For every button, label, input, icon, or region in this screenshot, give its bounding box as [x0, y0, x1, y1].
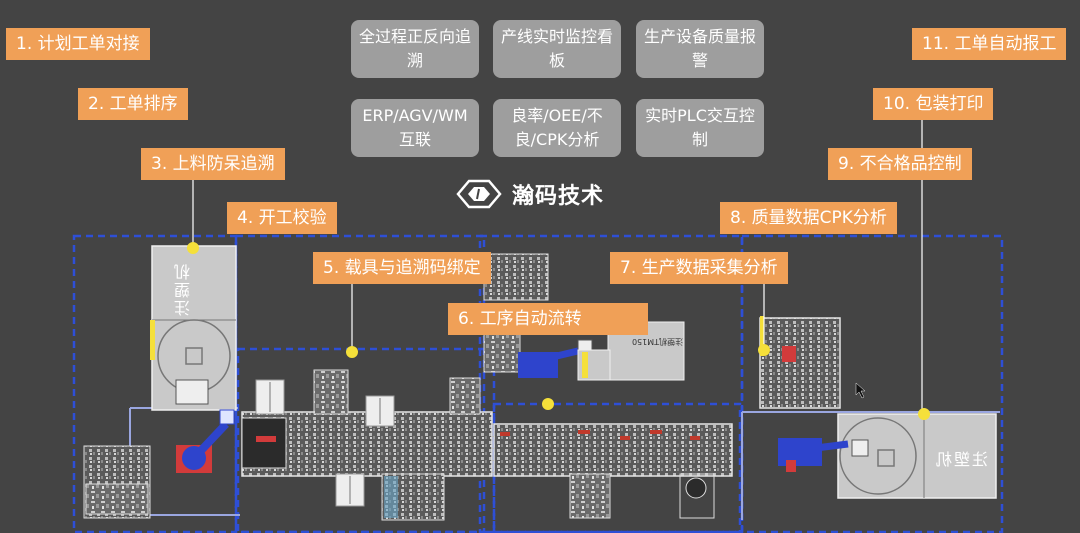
- step-8-label: 8. 质量数据CPK分析: [720, 202, 897, 234]
- cell-up-1: [313, 369, 349, 415]
- step-4-label: 4. 开工校验: [227, 202, 337, 234]
- small-molding-label: 注塑机TM150: [632, 337, 684, 346]
- feature-traceability: 全过程正反向追溯: [351, 20, 479, 78]
- brand-name: 瀚码技术: [512, 184, 605, 209]
- step-6-label: 6. 工序自动流转: [448, 303, 648, 335]
- assembly-line-center: [493, 423, 733, 477]
- step-5-label: 5. 载具与追溯码绑定: [313, 252, 491, 284]
- feature-line-monitor: 产线实时监控看板: [493, 20, 621, 78]
- right-machine: [759, 317, 841, 409]
- step-11-label: 11. 工单自动报工: [912, 28, 1067, 60]
- feature-erp-agv-wm: ERP/AGV/WM互联: [351, 99, 479, 157]
- hanma-diamond-logo-icon: [456, 179, 502, 209]
- zone-line-left: [236, 347, 496, 533]
- zone-right: [740, 234, 1004, 533]
- zone-injection-left: [72, 234, 238, 533]
- cell-down-2: [569, 473, 611, 519]
- zone-boundaries: [72, 234, 1004, 533]
- left-cell-b: [85, 483, 149, 515]
- feature-equipment-alarm: 生产设备质量报警: [636, 20, 764, 78]
- step-10-label: 10. 包装打印: [873, 88, 994, 120]
- feature-yield-oee: 良率/OEE/不良/CPK分析: [493, 99, 621, 157]
- top-block: [483, 253, 549, 301]
- step-2-label: 2. 工单排序: [78, 88, 188, 120]
- left-molding-label: 注塑机: [174, 262, 193, 316]
- feature-plc-control: 实时PLC交互控制: [636, 99, 764, 157]
- step-7-label: 7. 生产数据采集分析: [610, 252, 788, 284]
- step-9-label: 9. 不合格品控制: [828, 148, 972, 180]
- robot-center: [518, 339, 593, 378]
- brand: 瀚码技术: [456, 176, 604, 212]
- cell-up-2: [449, 377, 481, 415]
- robot-right: [778, 438, 849, 472]
- right-molding-label: 注塑机: [934, 450, 989, 469]
- robot-left: [176, 409, 235, 473]
- line-head: [241, 417, 287, 469]
- right-molding-machine: [837, 413, 997, 499]
- cursor-icon: [855, 382, 866, 399]
- step-1-label: 1. 计划工单对接: [6, 28, 150, 60]
- line-red-marks: [500, 430, 700, 440]
- markers: [187, 242, 930, 420]
- step-3-label: 3. 上料防呆追溯: [141, 148, 285, 180]
